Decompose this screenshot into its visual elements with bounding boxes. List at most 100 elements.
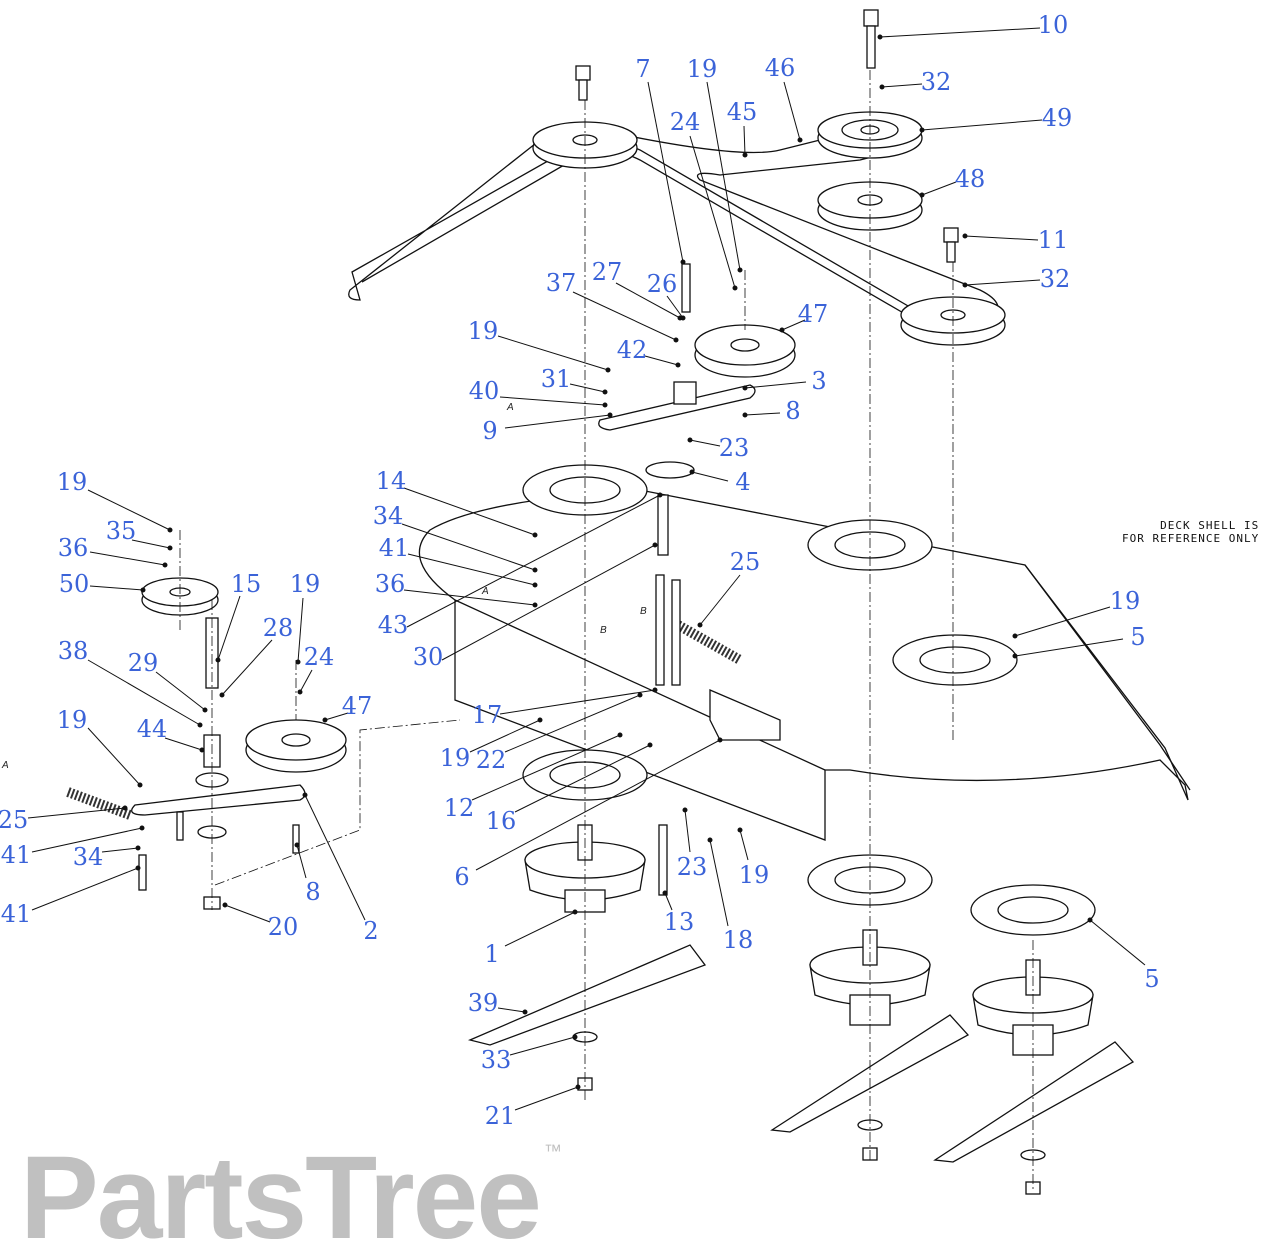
callout-part-42[interactable]: 42 xyxy=(616,336,648,364)
callout-part-19[interactable]: 19 xyxy=(289,570,321,598)
leader-arrowhead xyxy=(197,722,203,728)
leader-arrowhead xyxy=(1012,633,1018,639)
callout-part-29[interactable]: 29 xyxy=(127,649,159,677)
leader-line xyxy=(441,544,656,661)
callout-part-25[interactable]: 25 xyxy=(729,548,761,576)
callout-part-14[interactable]: 14 xyxy=(375,467,407,495)
callout-part-34[interactable]: 34 xyxy=(72,843,104,871)
reference-tag: B xyxy=(600,625,607,636)
callout-part-37[interactable]: 37 xyxy=(545,269,577,297)
callout-part-19[interactable]: 19 xyxy=(1109,587,1141,615)
callout-part-31[interactable]: 31 xyxy=(540,365,572,393)
leader-line xyxy=(403,487,536,536)
leader-line xyxy=(297,597,304,663)
callout-part-24[interactable]: 24 xyxy=(669,108,701,136)
leader-line xyxy=(407,553,536,586)
callout-part-40[interactable]: 40 xyxy=(468,377,500,405)
callout-part-27[interactable]: 27 xyxy=(591,258,623,286)
callout-part-5[interactable]: 5 xyxy=(1144,965,1160,993)
leader-arrowhead xyxy=(137,782,143,788)
callout-part-17[interactable]: 17 xyxy=(471,701,503,729)
leader-line xyxy=(569,383,606,393)
leader-line xyxy=(921,181,957,196)
leader-line xyxy=(304,794,366,921)
callout-part-26[interactable]: 26 xyxy=(646,270,678,298)
callout-part-35[interactable]: 35 xyxy=(105,517,137,545)
callout-part-50[interactable]: 50 xyxy=(58,570,90,598)
callout-part-19[interactable]: 19 xyxy=(686,55,718,83)
leader-line xyxy=(1014,638,1124,657)
callout-part-30[interactable]: 30 xyxy=(412,643,444,671)
callout-part-39[interactable]: 39 xyxy=(467,989,499,1017)
callout-part-45[interactable]: 45 xyxy=(726,98,758,126)
leader-arrowhead xyxy=(877,34,883,40)
callout-part-12[interactable]: 12 xyxy=(443,794,475,822)
leader-arrowhead xyxy=(682,807,688,813)
leader-arrowhead xyxy=(522,1009,528,1015)
callout-part-25[interactable]: 25 xyxy=(0,806,29,834)
callout-part-22[interactable]: 22 xyxy=(475,746,507,774)
callout-part-15[interactable]: 15 xyxy=(230,570,262,598)
callout-part-41[interactable]: 41 xyxy=(378,534,410,562)
callout-part-36[interactable]: 36 xyxy=(374,570,406,598)
callout-part-32[interactable]: 32 xyxy=(1039,265,1071,293)
callout-part-19[interactable]: 19 xyxy=(56,706,88,734)
callout-part-13[interactable]: 13 xyxy=(663,908,695,936)
leader-line xyxy=(647,81,684,263)
leader-line xyxy=(504,694,641,753)
callout-part-5[interactable]: 5 xyxy=(1130,623,1146,651)
callout-part-4[interactable]: 4 xyxy=(735,468,751,496)
watermark-text: PartsTree xyxy=(20,1132,542,1260)
callout-part-7[interactable]: 7 xyxy=(635,55,651,83)
leader-line xyxy=(497,335,609,371)
callout-part-46[interactable]: 46 xyxy=(764,54,796,82)
leader-arrowhead xyxy=(295,659,301,665)
callout-part-41[interactable]: 41 xyxy=(0,900,32,928)
callout-part-48[interactable]: 48 xyxy=(954,165,986,193)
leader-arrowhead xyxy=(139,825,145,831)
leader-arrowhead xyxy=(675,362,681,368)
callout-part-49[interactable]: 49 xyxy=(1041,104,1073,132)
leader-line xyxy=(499,689,656,715)
callout-part-20[interactable]: 20 xyxy=(267,913,299,941)
leader-line xyxy=(296,844,307,879)
leader-arrowhead xyxy=(167,527,173,533)
callout-part-2[interactable]: 2 xyxy=(363,917,379,945)
callout-part-47[interactable]: 47 xyxy=(341,692,373,720)
callout-part-41[interactable]: 41 xyxy=(0,841,32,869)
reference-tag: A xyxy=(2,760,9,771)
callout-part-32[interactable]: 32 xyxy=(920,68,952,96)
leader-arrowhead xyxy=(662,890,668,896)
leader-line xyxy=(401,523,536,571)
callout-part-19[interactable]: 19 xyxy=(467,317,499,345)
callout-part-6[interactable]: 6 xyxy=(454,863,470,891)
leader-arrowhead xyxy=(680,259,686,265)
callout-part-28[interactable]: 28 xyxy=(262,614,294,642)
callout-part-9[interactable]: 9 xyxy=(482,417,498,445)
callout-part-23[interactable]: 23 xyxy=(676,853,708,881)
callout-part-19[interactable]: 19 xyxy=(439,744,471,772)
callout-part-34[interactable]: 34 xyxy=(372,502,404,530)
callout-part-1[interactable]: 1 xyxy=(484,940,500,968)
callout-part-11[interactable]: 11 xyxy=(1037,226,1069,254)
callout-part-44[interactable]: 44 xyxy=(136,715,168,743)
callout-part-19[interactable]: 19 xyxy=(738,861,770,889)
callout-part-23[interactable]: 23 xyxy=(718,434,750,462)
callout-part-47[interactable]: 47 xyxy=(797,300,829,328)
callout-part-8[interactable]: 8 xyxy=(305,878,321,906)
leader-arrowhead xyxy=(294,842,300,848)
callout-part-16[interactable]: 16 xyxy=(485,807,517,835)
callout-part-21[interactable]: 21 xyxy=(484,1102,516,1130)
callout-part-38[interactable]: 38 xyxy=(57,637,89,665)
leader-line xyxy=(964,279,1041,286)
callout-part-8[interactable]: 8 xyxy=(785,397,801,425)
callout-part-10[interactable]: 10 xyxy=(1037,11,1069,39)
callout-part-24[interactable]: 24 xyxy=(303,643,335,671)
callout-part-3[interactable]: 3 xyxy=(811,367,827,395)
leader-arrowhead xyxy=(532,582,538,588)
callout-part-36[interactable]: 36 xyxy=(57,534,89,562)
callout-part-18[interactable]: 18 xyxy=(722,926,754,954)
callout-part-33[interactable]: 33 xyxy=(480,1046,512,1074)
callout-part-43[interactable]: 43 xyxy=(377,611,409,639)
callout-part-19[interactable]: 19 xyxy=(56,468,88,496)
